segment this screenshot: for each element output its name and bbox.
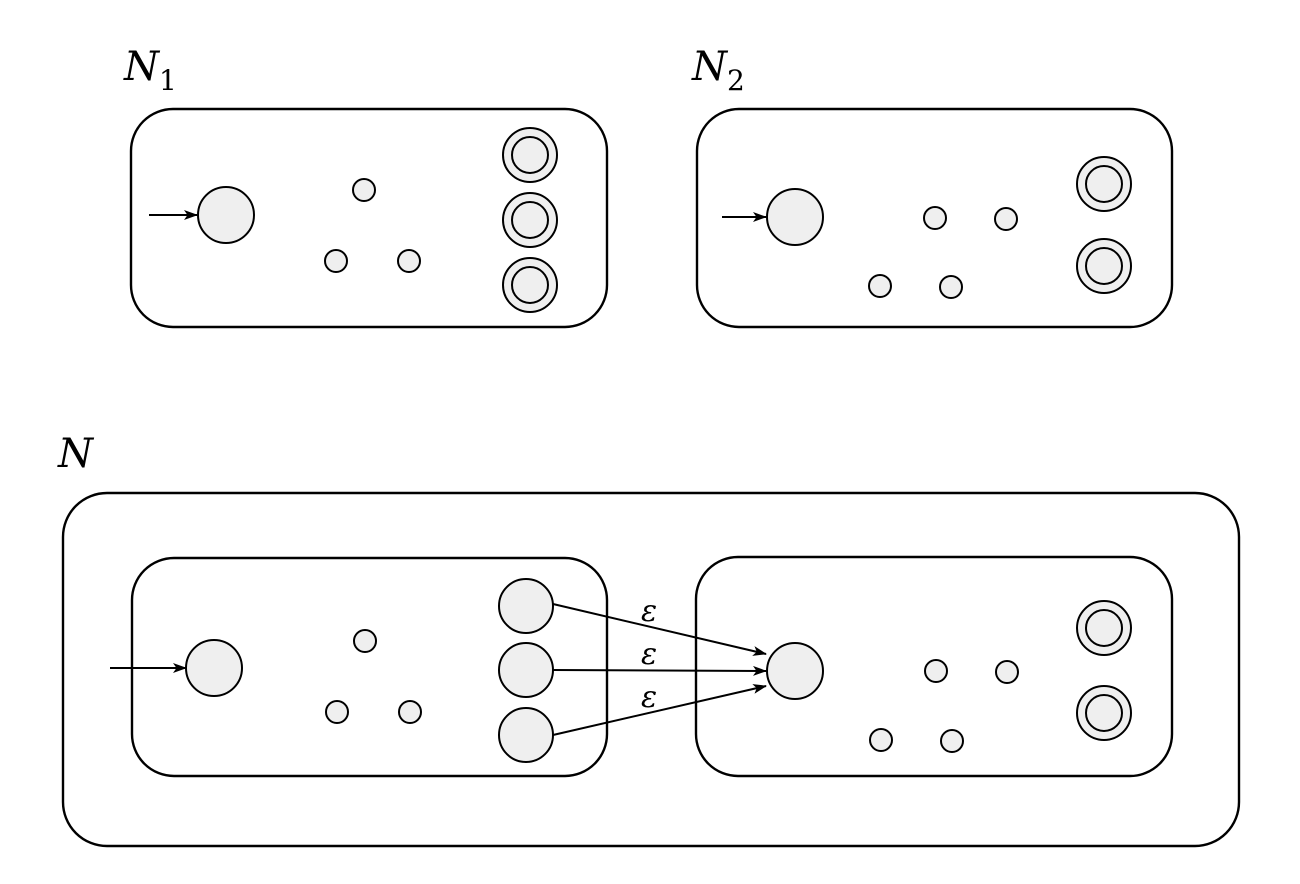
n2-label: N2 bbox=[691, 44, 745, 97]
n-n2-start-state bbox=[766, 642, 824, 700]
n-left-state bbox=[398, 700, 422, 724]
n-right-state bbox=[924, 659, 948, 683]
n2-state bbox=[868, 274, 892, 298]
n-label: N bbox=[57, 431, 95, 477]
nfa-n: N ε ε ε bbox=[57, 431, 1241, 848]
epsilon-label: ε bbox=[641, 680, 657, 715]
n1-state bbox=[352, 178, 376, 202]
epsilon-label: ε bbox=[641, 594, 657, 629]
n1-box bbox=[129, 107, 609, 329]
n-former-accept-state bbox=[498, 642, 554, 698]
n-right-state bbox=[869, 728, 893, 752]
epsilon-transition-arrow bbox=[552, 603, 767, 656]
n1-accept-state bbox=[502, 192, 558, 248]
n1-accept-state bbox=[502, 257, 558, 313]
n-right-state bbox=[940, 729, 964, 753]
n-right-box bbox=[694, 555, 1174, 778]
n-former-accept-state bbox=[498, 578, 554, 634]
n-accept-state bbox=[1076, 685, 1132, 741]
n2-state bbox=[923, 206, 947, 230]
n-left-state bbox=[353, 629, 377, 653]
n1-start-state bbox=[197, 186, 255, 244]
n1-accept-state bbox=[502, 127, 558, 183]
n1-label: N1 bbox=[123, 44, 177, 97]
epsilon-label: ε bbox=[641, 637, 657, 672]
nfa-n2: N2 bbox=[691, 44, 1174, 329]
n2-accept-state bbox=[1076, 156, 1132, 212]
n-outer-box bbox=[61, 491, 1241, 848]
n-former-accept-state bbox=[498, 707, 554, 763]
epsilon-transition-arrow bbox=[552, 684, 767, 736]
n2-state bbox=[994, 207, 1018, 231]
n-left-state bbox=[325, 700, 349, 724]
n-start-state bbox=[185, 639, 243, 697]
n2-state bbox=[939, 275, 963, 299]
n1-state bbox=[397, 249, 421, 273]
nfa-n1: N1 bbox=[123, 44, 609, 329]
n2-start-state bbox=[766, 188, 824, 246]
n-right-state bbox=[995, 660, 1019, 684]
epsilon-transition-arrow bbox=[552, 665, 767, 676]
n2-box bbox=[695, 107, 1174, 329]
n-accept-state bbox=[1076, 600, 1132, 656]
n2-accept-state bbox=[1076, 238, 1132, 294]
n1-state bbox=[324, 249, 348, 273]
